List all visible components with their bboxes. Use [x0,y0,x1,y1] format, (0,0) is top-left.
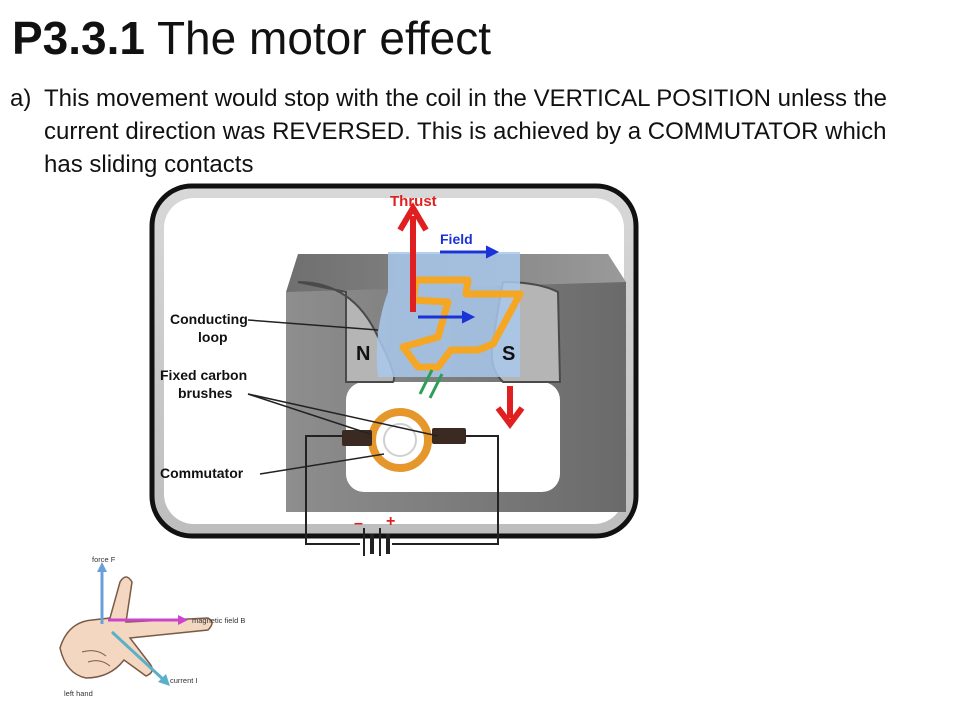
hand-finger-creases [81,650,111,667]
conducting-loop [399,276,524,371]
current-arrowhead-hand [158,674,170,686]
pointer-brush-2 [247,393,439,437]
bullet-text: This movement would stop with the coil i… [44,85,888,179]
motor-diagram: Thrust Field Conducting loop Fixed carbo… [149,183,639,556]
battery [363,528,390,556]
field-arrowhead-hand [178,615,188,625]
thrust-arrowhead [397,202,429,232]
circuit-wire [305,435,499,545]
label-left-hand: left hand [64,689,93,698]
pointer-commutator [259,453,385,475]
label-south: S [502,343,515,365]
bullet-a: a) This movement would stop with the coi… [10,82,890,181]
bullet-marker: a) [10,85,32,112]
pointer-loop [247,319,379,331]
label-thrust: Thrust [390,193,437,210]
label-north: N [356,343,370,365]
label-magnetic-field: magnetic field B [192,616,245,625]
current-arrow-hand [110,630,168,684]
down-force-arrowhead [495,406,525,429]
hand-palm [59,576,213,679]
commutator-ring-inner [383,423,417,457]
pointer-brush-1 [247,393,371,435]
label-plus: + [386,513,395,530]
slide-title: P3.3.1 The motor effect [12,14,491,62]
label-field: Field [440,231,473,247]
label-force: force F [92,555,116,564]
carbon-brush-right [432,428,466,444]
label-minus: – [354,515,363,532]
slide-title-text: The motor effect [156,12,492,64]
label-conducting-1: Conducting [170,311,248,327]
carbon-brush-left [342,430,372,446]
label-brushes-1: Fixed carbon [160,367,247,383]
label-conducting-2: loop [198,329,228,345]
force-arrowhead [97,562,107,572]
label-current: current I [170,676,198,685]
label-commutator: Commutator [160,465,244,481]
left-hand-diagram: force F magnetic field B current I left … [59,555,245,698]
current-arrow-1 [418,369,434,395]
field-arrowhead-top [485,245,500,259]
slide-title-number: P3.3.1 [12,12,145,64]
current-arrow-2 [428,373,444,399]
field-arrowhead-middle [461,310,476,324]
label-brushes-2: brushes [178,385,233,401]
